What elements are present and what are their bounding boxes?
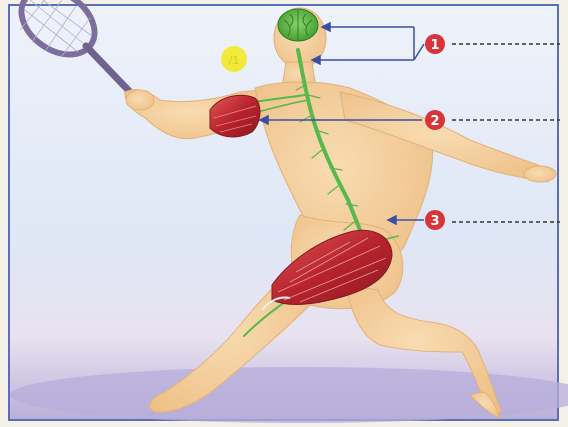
ball-mark: /1 <box>229 54 240 67</box>
marker-1-label: 1 <box>430 38 439 53</box>
tennis-ball: /1 <box>221 46 247 72</box>
marker-3-label: 3 <box>430 214 439 229</box>
marker-2-label: 2 <box>430 114 439 129</box>
brain <box>278 9 318 41</box>
